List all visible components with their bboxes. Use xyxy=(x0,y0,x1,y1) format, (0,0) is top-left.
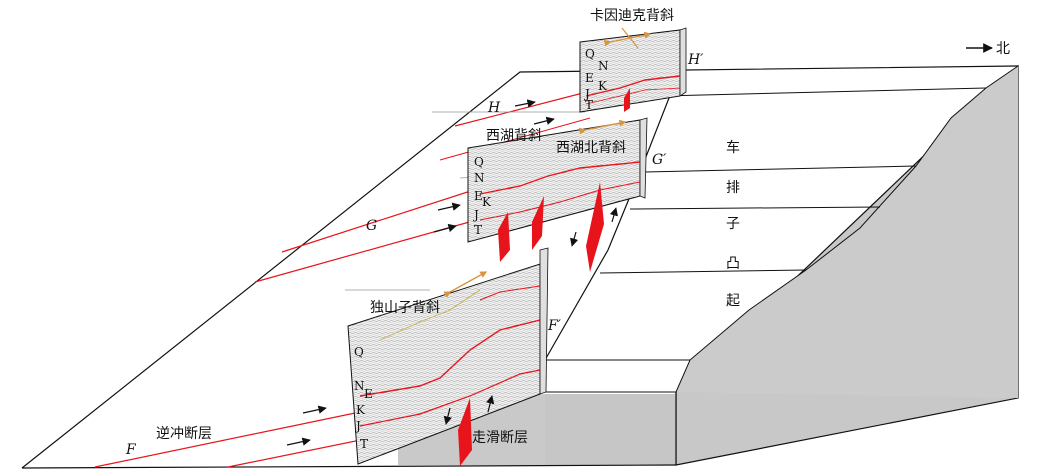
strata-mid-k: K xyxy=(482,195,492,209)
seismic-panel-bottom xyxy=(347,247,549,466)
anticline-arrow-mid xyxy=(578,119,627,135)
uplift-char-2: 排 xyxy=(726,180,740,196)
strata-top-j: J xyxy=(583,87,590,101)
strata-mid-n: N xyxy=(474,171,485,185)
uplift-char-5: 起 xyxy=(726,293,740,309)
strata-bottom-n: N xyxy=(354,379,365,393)
label-H: H xyxy=(487,100,501,116)
strata-mid-e: E xyxy=(474,189,483,203)
label-kayindike: 卡因迪克背斜 xyxy=(590,8,674,24)
label-H-prime: H′ xyxy=(687,52,704,68)
strike-slip-arrow-bottom-a xyxy=(443,407,452,425)
front-bottom-edge xyxy=(21,464,677,469)
label-F-prime: F′ xyxy=(547,318,562,334)
front-gray-strip xyxy=(545,394,676,465)
strike-slip-arrow-bottom-b xyxy=(486,395,495,413)
uplift-block-slope xyxy=(676,66,1018,398)
motion-arrow-G xyxy=(437,202,461,211)
fault-trace-G-lower xyxy=(254,211,506,283)
strata-top-q: Q xyxy=(585,47,595,61)
fault-plane-mid-3 xyxy=(586,182,604,272)
north-label: 北 xyxy=(996,41,1010,57)
top-plane-outline xyxy=(21,65,1019,469)
strata-mid-j: J xyxy=(472,208,479,222)
strata-bottom-t: T xyxy=(360,437,368,451)
motion-arrow-G-2 xyxy=(433,223,457,233)
label-thrust-fault: 逆冲断层 xyxy=(156,426,212,442)
strata-bottom-j: J xyxy=(354,419,361,433)
uplift-line-1 xyxy=(661,87,987,97)
anticline-arrow-bottom xyxy=(443,271,488,298)
strata-top-e: E xyxy=(585,71,594,85)
fault-plane-bottom xyxy=(458,398,472,466)
strike-slip-arrow-mid-b xyxy=(609,207,618,223)
uplift-char-1: 车 xyxy=(726,139,740,156)
label-G-prime: G′ xyxy=(652,152,667,168)
strata-mid-q: Q xyxy=(474,155,484,169)
uplift-boundary xyxy=(544,69,681,392)
label-G: G xyxy=(366,218,377,234)
fault-plane-top xyxy=(624,88,630,112)
strata-top-n: N xyxy=(598,59,609,73)
uplift-char-3: 子 xyxy=(726,216,740,232)
strike-slip-arrow-mid-a xyxy=(570,231,579,247)
label-dushanzi: 独山子背斜 xyxy=(370,300,440,316)
uplift-line-2 xyxy=(644,165,917,173)
uplift-slope-line xyxy=(675,65,1019,393)
seismic-panel-top xyxy=(579,27,687,113)
motion-arrow-H-2 xyxy=(533,116,555,125)
strata-bottom-k: K xyxy=(356,403,366,417)
uplift-char-4: 凸 xyxy=(726,256,740,272)
label-xihubei: 西湖北背斜 xyxy=(556,140,626,156)
label-F: F xyxy=(125,442,137,458)
fault-trace-H-lower xyxy=(439,117,591,161)
strata-mid-t: T xyxy=(474,223,482,237)
motion-arrow-F-2 xyxy=(286,437,311,446)
motion-arrow-F xyxy=(302,405,327,414)
uplift-line-3 xyxy=(629,206,881,210)
fault-trace-F xyxy=(94,411,361,468)
uplift-line-4 xyxy=(599,269,807,274)
strata-bottom-q: Q xyxy=(354,345,364,359)
motion-arrow-H xyxy=(514,99,536,108)
strata-bottom-e: E xyxy=(364,387,373,401)
strata-top-k: K xyxy=(598,79,608,93)
seismic-panel-mid xyxy=(467,117,648,272)
fault-plane-mid-1 xyxy=(498,212,510,262)
fault-plane-mid-2 xyxy=(532,196,544,250)
label-xihu: 西湖背斜 xyxy=(486,128,542,144)
strata-top-t: T xyxy=(585,98,593,112)
label-strike-slip-fault: 走滑断层 xyxy=(472,429,528,446)
